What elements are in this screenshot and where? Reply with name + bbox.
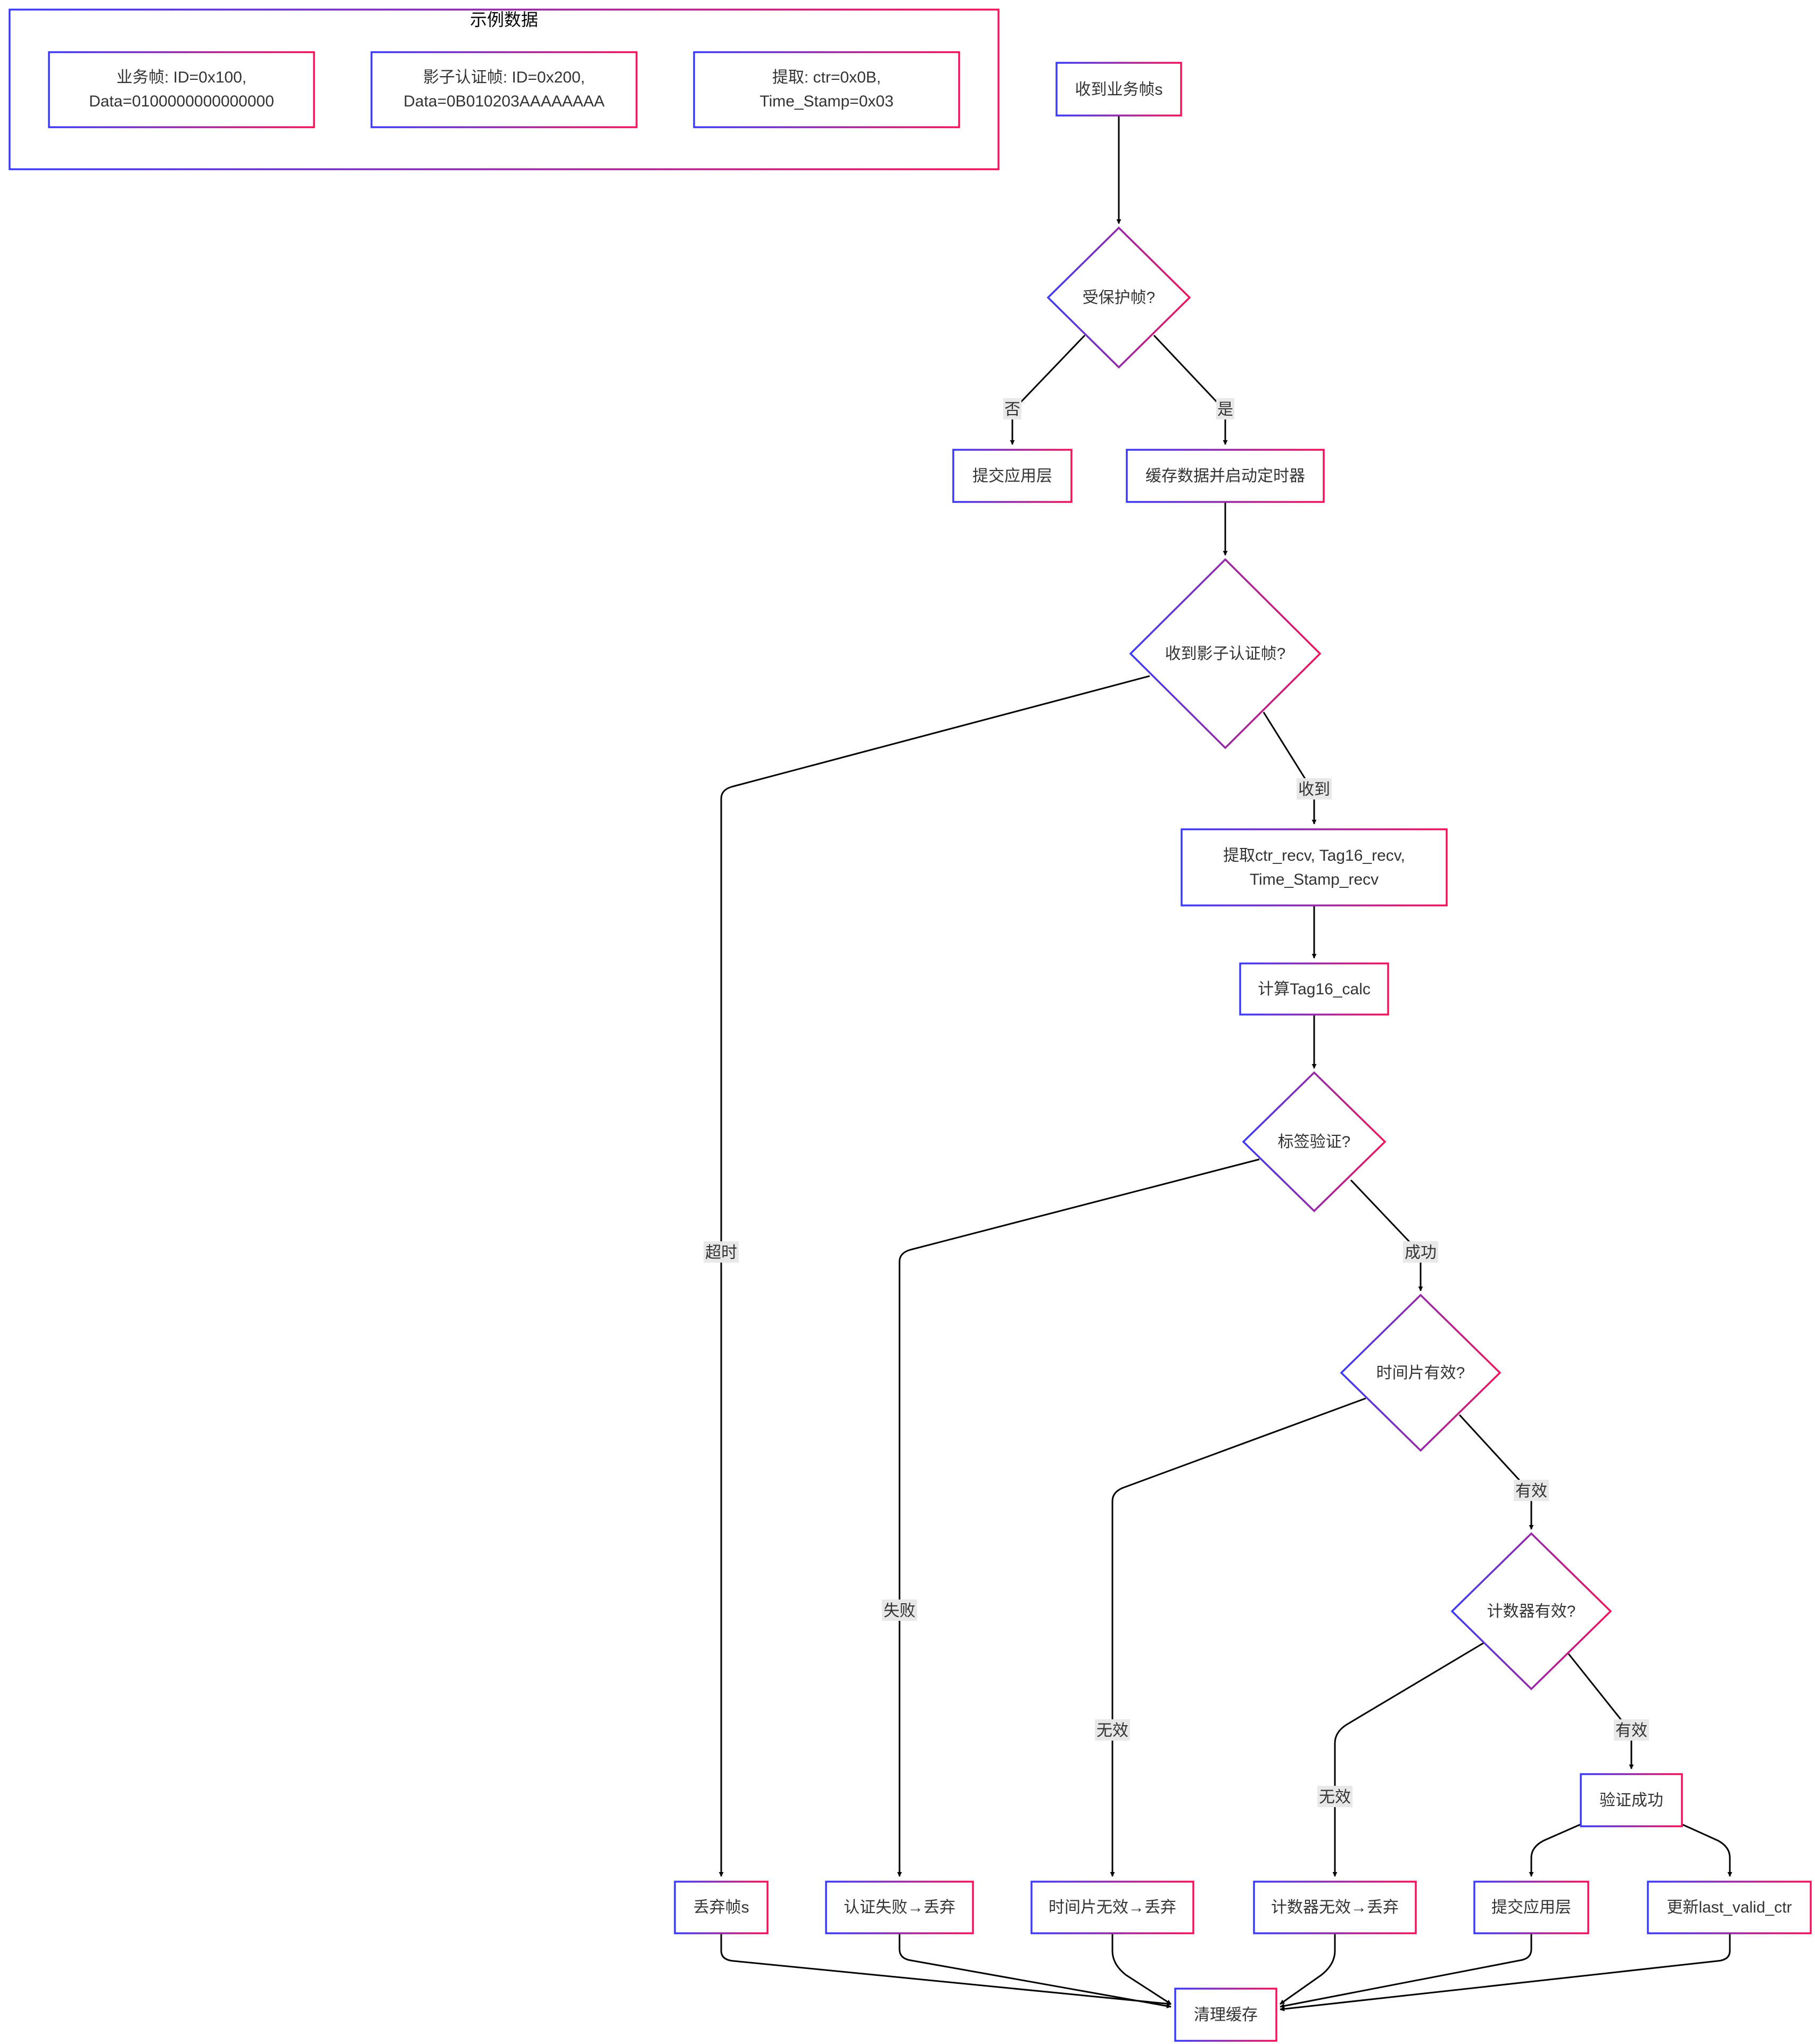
edge-label-received: 收到 xyxy=(1297,778,1332,800)
edge-label-invalid-2: 无效 xyxy=(1317,1786,1352,1807)
edge-label-success: 成功 xyxy=(1403,1241,1438,1263)
sample-item-business-frame: 业务帧: ID=0x100, Data=0100000000000000 xyxy=(48,51,315,128)
node-label: 丢弃帧s xyxy=(694,1899,749,1916)
edge-counter-to-clear xyxy=(1280,1933,1336,2005)
edge-label-text: 有效 xyxy=(1515,1482,1547,1500)
edge-label-text: 超时 xyxy=(705,1244,737,1262)
node-label: 认证失败→丢弃 xyxy=(844,1899,955,1916)
node-label: 受保护帧? xyxy=(1083,289,1156,307)
node-shadow-decision: 收到影子认证帧? xyxy=(1129,558,1322,749)
edge-label-text: 无效 xyxy=(1096,1722,1128,1740)
edge-label-fail: 失败 xyxy=(882,1600,917,1621)
sample-item-line1: 影子认证帧: ID=0x200, xyxy=(423,69,585,86)
edge-update-to-clear xyxy=(1280,1933,1731,2012)
node-label: 验证成功 xyxy=(1599,1792,1663,1809)
node-calc-tag: 计算Tag16_calc xyxy=(1239,962,1389,1016)
node-label: 计算Tag16_calc xyxy=(1258,980,1371,998)
node-label: 时间片有效? xyxy=(1376,1364,1465,1382)
edge-protected-yes xyxy=(1153,334,1228,445)
edge-label-no: 否 xyxy=(1003,398,1021,419)
edge-authfail-to-clear xyxy=(898,1933,1172,2009)
edge-label-text: 有效 xyxy=(1615,1722,1647,1740)
node-submit-app-2: 提交应用层 xyxy=(1473,1881,1589,1934)
edge-timeslot-valid xyxy=(1458,1414,1534,1530)
sample-item-shadow-frame: 影子认证帧: ID=0x200, Data=0B010203AAAAAAAA xyxy=(370,51,638,128)
node-start: 收到业务帧s xyxy=(1055,62,1182,117)
node-label: 缓存数据并启动定时器 xyxy=(1145,467,1305,485)
edge-label-valid-2: 有效 xyxy=(1614,1719,1649,1741)
node-extract: 提取ctr_recv, Tag16_recv, Time_Stamp_recv xyxy=(1181,828,1448,906)
edge-label-timeout: 超时 xyxy=(704,1241,739,1263)
node-label-line1: 提取ctr_recv, Tag16_recv, xyxy=(1223,847,1405,864)
sample-item-line1: 业务帧: ID=0x100, xyxy=(117,69,246,86)
node-drop-frame: 丢弃帧s xyxy=(674,1881,769,1934)
node-label: 时间片无效→丢弃 xyxy=(1049,1899,1176,1916)
sample-item-line2: Time_Stamp=0x03 xyxy=(760,93,894,110)
edge-label-text: 无效 xyxy=(1319,1789,1351,1806)
edge-counter-valid xyxy=(1568,1653,1634,1769)
cluster-title: 示例数据 xyxy=(470,10,538,29)
edge-label-text: 收到 xyxy=(1298,781,1330,798)
edge-labels: 否 是 收到 超时 成功 失败 有效 无效 xyxy=(704,398,1649,1807)
node-counter-decision: 计数器有效? xyxy=(1450,1532,1612,1691)
edge-label-yes: 是 xyxy=(1216,398,1234,419)
node-counter-invalid: 计数器无效→丢弃 xyxy=(1253,1881,1417,1934)
node-timeslot-invalid: 时间片无效→丢弃 xyxy=(1030,1881,1194,1934)
node-label: 提交应用层 xyxy=(1491,1899,1571,1916)
node-submit-app-1: 提交应用层 xyxy=(952,449,1072,503)
node-label: 计数器无效→丢弃 xyxy=(1271,1899,1399,1916)
edge-protected-no xyxy=(1010,334,1086,445)
node-clear-cache: 清理缓存 xyxy=(1174,1988,1277,2042)
node-timeslot-decision: 时间片有效? xyxy=(1340,1293,1502,1452)
edge-tag-fail xyxy=(897,1158,1260,1877)
edge-submit-to-clear xyxy=(1280,1933,1532,2008)
edge-drop-to-clear xyxy=(720,1933,1172,2006)
nodes: 收到业务帧s 受保护帧? 提交应用层 缓存数据并启动定时器 收到影子认证帧? 提… xyxy=(674,62,1812,2042)
edge-label-text: 是 xyxy=(1217,401,1233,418)
node-cache-timer: 缓存数据并启动定时器 xyxy=(1126,449,1325,503)
node-label: 计数器有效? xyxy=(1487,1603,1576,1620)
sample-item-line2: Data=0B010203AAAAAAAA xyxy=(403,93,605,110)
edge-shadow-received xyxy=(1263,712,1317,825)
edge-verify-to-update xyxy=(1679,1822,1732,1877)
node-label: 收到业务帧s xyxy=(1075,81,1163,98)
edge-label-text: 失败 xyxy=(884,1602,915,1620)
edge-label-text: 成功 xyxy=(1405,1244,1437,1262)
node-label: 清理缓存 xyxy=(1194,2006,1258,2024)
edge-label-invalid-1: 无效 xyxy=(1095,1719,1130,1741)
edge-verify-to-submit xyxy=(1529,1822,1584,1877)
edge-timeslot-to-clear xyxy=(1111,1933,1172,2005)
sample-data-cluster: 示例数据 业务帧: ID=0x100, Data=010000000000000… xyxy=(9,9,1000,170)
node-label-line2: Time_Stamp_recv xyxy=(1250,871,1379,888)
node-label: 更新last_valid_ctr xyxy=(1666,1899,1792,1916)
edge-label-valid-1: 有效 xyxy=(1514,1480,1549,1501)
node-protected-decision: 受保护帧? xyxy=(1046,226,1191,369)
node-update-ctr: 更新last_valid_ctr xyxy=(1647,1881,1812,1934)
edge-counter-invalid xyxy=(1332,1641,1486,1877)
node-label: 提交应用层 xyxy=(972,467,1052,485)
sample-item-line1: 提取: ctr=0x0B, xyxy=(772,69,881,86)
sample-item-line2: Data=0100000000000000 xyxy=(89,93,274,110)
edges xyxy=(719,116,1732,2012)
node-label: 收到影子认证帧? xyxy=(1165,645,1286,663)
edge-timeslot-invalid xyxy=(1110,1397,1366,1877)
node-verify-ok: 验证成功 xyxy=(1580,1773,1683,1827)
node-auth-fail: 认证失败→丢弃 xyxy=(825,1881,974,1934)
node-label: 标签验证? xyxy=(1278,1133,1351,1151)
sample-item-extract: 提取: ctr=0x0B, Time_Stamp=0x03 xyxy=(693,51,960,128)
node-tag-decision: 标签验证? xyxy=(1242,1071,1387,1213)
edge-label-text: 否 xyxy=(1004,401,1020,418)
edge-shadow-timeout xyxy=(719,675,1150,1877)
edge-tag-success xyxy=(1350,1179,1423,1291)
